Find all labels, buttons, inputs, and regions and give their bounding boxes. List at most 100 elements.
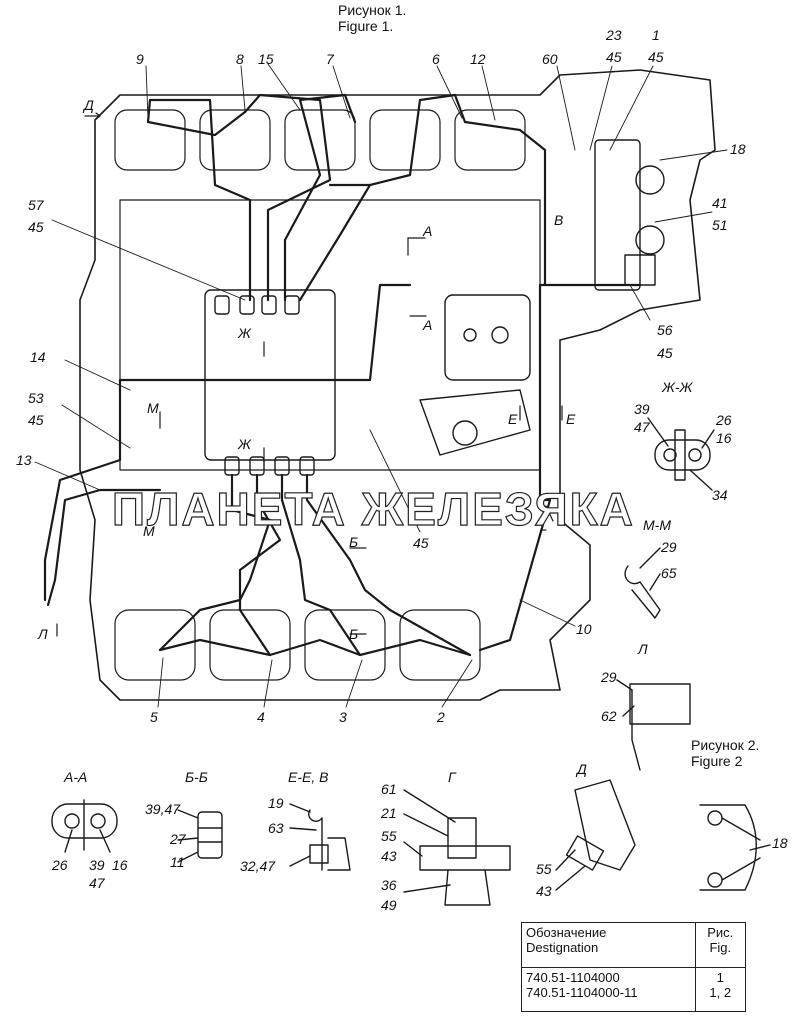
callout-45-a: 45 [606, 49, 622, 65]
detail-title-aa: А-А [64, 769, 88, 785]
table-cell-designation: 740.51-1104000 740.51-1104000-11 [521, 966, 696, 1012]
mark-e-right: Е [566, 411, 576, 427]
mark-a-top: А [423, 223, 433, 239]
mark-zh-mid: Ж [238, 436, 251, 452]
section-markers [56, 112, 563, 637]
detail-a-clamp [51, 799, 118, 853]
callout-53: 53 [28, 390, 44, 406]
zh-callout-39: 39 [634, 401, 650, 417]
callout-6: 6 [432, 51, 440, 67]
mark-b-bot: Б [349, 626, 359, 642]
m-callout-65: 65 [661, 565, 677, 581]
header-fig: Рис. Fig. [694, 922, 747, 968]
callout-12: 12 [470, 51, 486, 67]
mark-v: В [554, 212, 564, 228]
callout-8: 8 [236, 51, 244, 67]
callout-13: 13 [16, 452, 32, 468]
figure1-title-en: Figure 1. [338, 18, 394, 34]
m-callout-29: 29 [661, 539, 677, 555]
mark-g: Г [538, 526, 546, 542]
mark-zh-top: Ж [238, 325, 251, 341]
detail-m-clip [624, 547, 661, 619]
aa-callout-47: 47 [89, 875, 105, 891]
bb-callout-39-47: 39,47 [145, 801, 181, 817]
callout-1: 1 [652, 27, 660, 43]
detail-title-d: Д [577, 761, 587, 777]
designation-table: Обозначение Destignation Рис. Fig. 740.5… [521, 922, 747, 1012]
bb-callout-27: 27 [170, 831, 186, 847]
lower-fuel-pipes [158, 473, 472, 657]
callout-45-f: 45 [413, 535, 429, 551]
detail-e-bracket [289, 803, 351, 871]
table-cell-fig: 1 1, 2 [694, 966, 747, 1012]
timing-cover [419, 294, 531, 456]
detail-title-m: М-М [643, 517, 671, 533]
detail-title-l: Л [638, 641, 648, 657]
figure2-title-ru: Рисунок 2. [691, 737, 760, 753]
l-callout-62: 62 [601, 708, 617, 724]
detail-title-bb: Б-Б [185, 769, 208, 785]
l-callout-29: 29 [601, 669, 617, 685]
callout-14: 14 [30, 349, 46, 365]
g-callout-61: 61 [381, 781, 397, 797]
callout-4: 4 [257, 709, 265, 725]
zh-callout-47: 47 [634, 419, 650, 435]
callout-10: 10 [576, 621, 592, 637]
aa-callout-26: 26 [52, 857, 68, 873]
callout-18: 18 [730, 141, 746, 157]
figure1-title-ru: Рисунок 1. [338, 2, 407, 18]
aa-callout-16: 16 [112, 857, 128, 873]
table-row: 740.51-1104000 740.51-1104000-11 1 1, 2 [521, 966, 747, 1012]
detail-g-tee [403, 789, 511, 906]
callout-15: 15 [258, 51, 274, 67]
upper-cylinder-heads [114, 109, 526, 171]
callout-5: 5 [150, 709, 158, 725]
callout-45-b: 45 [648, 49, 664, 65]
left-return-pipe [46, 488, 162, 607]
bb-callout-11: 11 [170, 854, 185, 870]
detail-title-zh: Ж-Ж [662, 379, 693, 395]
callout-7: 7 [326, 51, 334, 67]
detail-zh-clamp [647, 417, 715, 491]
mark-l: Л [38, 626, 48, 642]
callout-45-c: 45 [28, 219, 44, 235]
g-callout-21: 21 [381, 805, 397, 821]
injection-pump [204, 289, 336, 461]
callout-41: 41 [712, 195, 728, 211]
detail-d-fitting [555, 779, 636, 891]
d-callout-43: 43 [536, 883, 552, 899]
ee-callout-32-47: 32,47 [240, 858, 276, 874]
engine-block-outline [79, 69, 716, 701]
figure2-title-en: Figure 2 [691, 753, 743, 769]
header-designation: Обозначение Destignation [521, 922, 696, 968]
figure2-bracket [699, 804, 771, 891]
mark-d-arrow: Д [84, 97, 94, 113]
callout-23: 23 [606, 27, 622, 43]
detail-title-ee: Е-Е, В [288, 769, 329, 785]
table-header-row: Обозначение Destignation Рис. Fig. [521, 922, 747, 968]
leader-lines [34, 63, 728, 708]
callout-51: 51 [712, 217, 728, 233]
mark-a-mid: А [423, 317, 433, 333]
g-callout-55: 55 [381, 828, 397, 844]
callout-3: 3 [339, 709, 347, 725]
mark-m-bot: М [143, 523, 155, 539]
callout-45-d: 45 [657, 345, 673, 361]
detail-b-sleeve [177, 809, 223, 863]
ee-callout-63: 63 [268, 820, 284, 836]
ee-callout-19: 19 [268, 795, 284, 811]
fig2-callout-18: 18 [772, 835, 788, 851]
watermark: ПЛАНЕТА ЖЕЛЕЗЯКА [111, 482, 635, 535]
g-callout-36: 36 [381, 877, 397, 893]
detail-l [616, 679, 691, 771]
d-callout-55: 55 [536, 861, 552, 877]
callout-45-e: 45 [28, 412, 44, 428]
mark-e-left: Е [508, 411, 518, 427]
mark-m-top: М [147, 400, 159, 416]
callout-57: 57 [28, 197, 44, 213]
zh-callout-26: 26 [716, 412, 732, 428]
fuel-return-line [43, 283, 642, 652]
callout-60: 60 [542, 51, 558, 67]
